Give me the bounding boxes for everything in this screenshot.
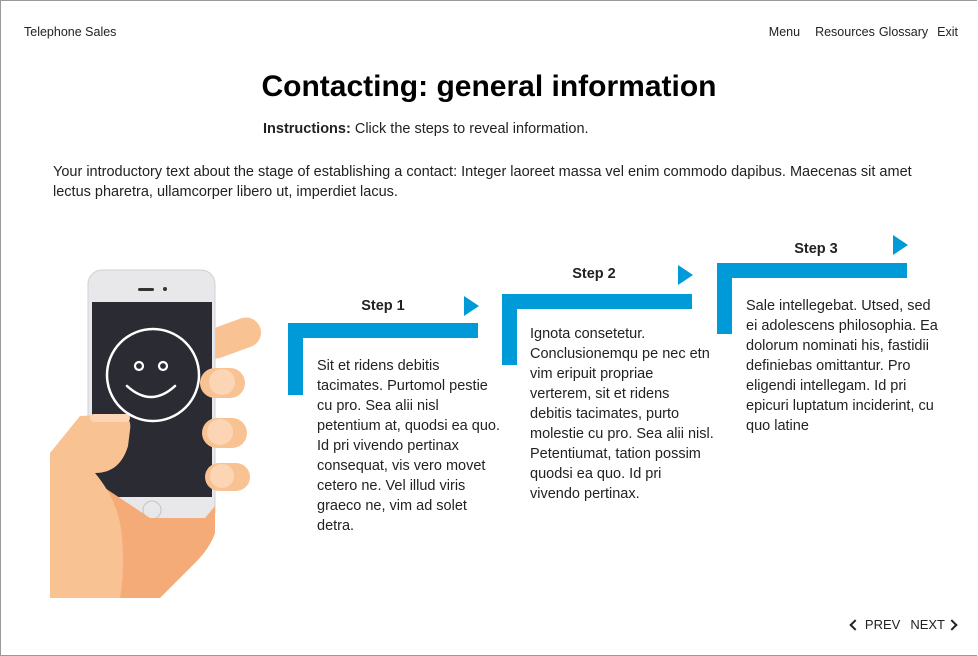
exit-link[interactable]: Exit (937, 25, 958, 39)
step-1-label[interactable]: Step 1 (361, 298, 405, 314)
step-2-arrow-icon[interactable] (678, 265, 693, 285)
phone-in-hand-illustration (50, 269, 262, 598)
step-3-arrow-icon[interactable] (893, 235, 908, 255)
step-1-arrow-icon[interactable] (464, 296, 479, 316)
intro-text: Your introductory text about the stage o… (53, 164, 912, 200)
step-3-text: Sale intellegebat. Utsed, sed ei adolesc… (746, 298, 938, 434)
step-3-bar (717, 263, 907, 278)
next-button[interactable]: NEXT (910, 617, 958, 632)
next-label: NEXT (910, 617, 945, 632)
step-1-bracket (288, 323, 303, 395)
step-2-label[interactable]: Step 2 (572, 266, 616, 282)
step-2-bracket (502, 294, 517, 365)
top-navigation: Menu Resources Glossary Exit (769, 25, 958, 39)
instructions: Instructions: Click the steps to reveal … (263, 121, 589, 137)
step-1-text: Sit et ridens debitis tacimates. Purtomo… (317, 358, 500, 534)
instructions-text: Click the steps to reveal information. (350, 121, 589, 137)
step-3-bracket (717, 263, 732, 334)
glossary-link[interactable]: Glossary (878, 25, 929, 39)
step-2-text: Ignota consetetur. Conclusionemqu pe nec… (530, 326, 714, 502)
page-title: Contacting: general information (261, 70, 717, 103)
menu-link[interactable]: Menu (768, 25, 801, 39)
prev-button[interactable]: PREV (849, 617, 901, 632)
resources-link[interactable]: Resources (815, 25, 875, 39)
step-1-bar (288, 323, 478, 338)
instructions-label: Instructions: (263, 121, 351, 137)
course-title: Telephone Sales (24, 25, 117, 39)
smiley-icon (105, 327, 201, 423)
chevron-right-icon (946, 618, 958, 631)
footer-navigation: PREV NEXT (849, 617, 958, 632)
chevron-left-icon (849, 618, 861, 631)
step-3-label[interactable]: Step 3 (794, 241, 838, 257)
prev-label: PREV (864, 617, 901, 632)
step-2-bar (502, 294, 692, 309)
